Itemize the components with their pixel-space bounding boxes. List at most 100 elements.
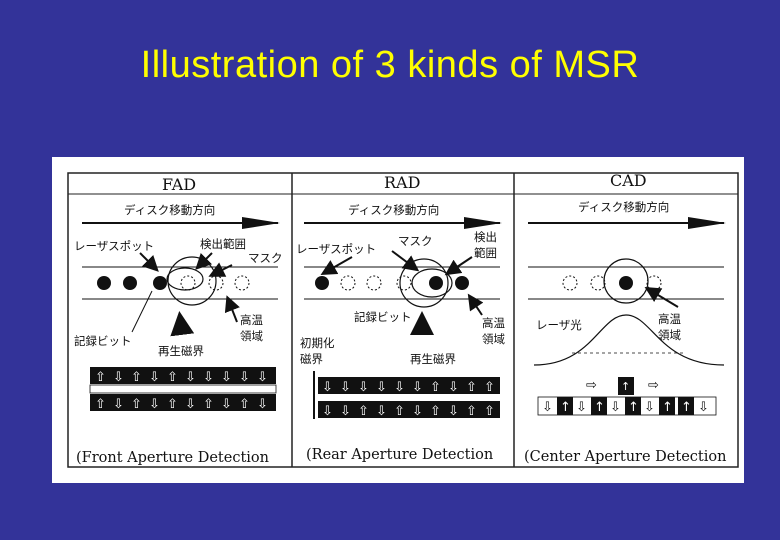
svg-text:⇧: ⇧ bbox=[95, 370, 106, 385]
aperture bbox=[411, 268, 453, 298]
high-temp-label: 高温 bbox=[658, 312, 681, 326]
svg-text:⇩: ⇩ bbox=[448, 380, 459, 395]
pointer-arrow bbox=[444, 256, 473, 276]
svg-text:⇩: ⇩ bbox=[113, 397, 124, 412]
svg-text:⇩: ⇩ bbox=[394, 380, 405, 395]
record-bit bbox=[619, 276, 633, 290]
svg-text:↑: ↑ bbox=[621, 380, 630, 393]
svg-text:⇩: ⇩ bbox=[358, 380, 369, 395]
high-temp-label: 高温 bbox=[240, 313, 263, 327]
svg-text:⇩: ⇩ bbox=[203, 370, 214, 385]
laser-spot bbox=[167, 256, 217, 306]
record-bit bbox=[315, 276, 329, 290]
mask-label: マスク bbox=[248, 251, 283, 265]
repro-field-label: 再生磁界 bbox=[158, 344, 204, 358]
svg-text:⇩: ⇩ bbox=[376, 380, 387, 395]
laser-spot-label: レーザスポット bbox=[296, 242, 376, 256]
init-field-label: 磁界 bbox=[300, 352, 323, 366]
high-temp-label: 高温 bbox=[482, 316, 505, 330]
svg-text:⇩: ⇩ bbox=[698, 400, 709, 415]
temperature-profile bbox=[533, 314, 725, 366]
pointer-arrow bbox=[320, 256, 353, 275]
magnetization-rows: ⇩⇩⇩ ⇩⇩⇩ ⇧⇩⇧⇧ ⇩⇩⇧ ⇩⇧⇩ ⇧⇩⇧⇧ bbox=[318, 377, 500, 419]
pointer-arrow bbox=[467, 293, 484, 316]
svg-text:⇧: ⇧ bbox=[131, 370, 142, 385]
svg-text:⇩: ⇩ bbox=[576, 400, 587, 415]
erased-bit bbox=[562, 275, 578, 291]
record-bit-label: 記録ビット bbox=[354, 310, 412, 324]
svg-text:⇩: ⇩ bbox=[257, 397, 268, 412]
field-arrow bbox=[170, 311, 195, 337]
figure-border bbox=[67, 172, 739, 468]
magnetization-rows: ⇨ ↑ ⇨ ⇩ ↑ ⇩ ↑ ⇩ ↑ ⇩ ↑ ↑ ⇩ bbox=[537, 377, 717, 416]
erased-bit bbox=[590, 275, 606, 291]
pointer-arrow bbox=[644, 286, 679, 308]
svg-text:⇩: ⇩ bbox=[412, 404, 423, 419]
svg-text:⇧: ⇧ bbox=[167, 370, 178, 385]
svg-text:⇧: ⇧ bbox=[484, 380, 495, 395]
panel-title: RAD bbox=[384, 173, 420, 192]
svg-text:⇩: ⇩ bbox=[221, 370, 232, 385]
svg-text:⇧: ⇧ bbox=[466, 404, 477, 419]
pointer-arrow bbox=[195, 252, 213, 270]
laser-spot-label: レーザスポット bbox=[74, 239, 154, 253]
svg-text:⇩: ⇩ bbox=[322, 404, 333, 419]
panel-caption: (Center Aperture Detection bbox=[524, 449, 726, 465]
svg-text:⇩: ⇩ bbox=[610, 400, 621, 415]
svg-text:↑: ↑ bbox=[662, 400, 673, 415]
svg-text:↑: ↑ bbox=[628, 400, 639, 415]
detect-label: 範囲 bbox=[474, 246, 497, 260]
svg-text:↑: ↑ bbox=[681, 400, 692, 415]
svg-text:⇧: ⇧ bbox=[131, 397, 142, 412]
svg-text:⇩: ⇩ bbox=[185, 397, 196, 412]
svg-text:⇧: ⇧ bbox=[394, 404, 405, 419]
erased-bit bbox=[234, 275, 250, 291]
svg-text:⇩: ⇩ bbox=[257, 370, 268, 385]
svg-text:⇩: ⇩ bbox=[340, 380, 351, 395]
init-field-label: 初期化 bbox=[300, 336, 335, 350]
svg-text:⇧: ⇧ bbox=[358, 404, 369, 419]
svg-text:⇩: ⇩ bbox=[149, 370, 160, 385]
svg-text:⇩: ⇩ bbox=[239, 370, 250, 385]
slide-title: Illustration of 3 kinds of MSR bbox=[140, 44, 640, 86]
panel-title: CAD bbox=[610, 171, 647, 190]
pointer-arrow bbox=[139, 252, 159, 272]
svg-text:⇧: ⇧ bbox=[430, 404, 441, 419]
panel-fad: FAD ディスク移動方向 レーザスポット 検出範囲 マスク 高温 領域 記録ビッ… bbox=[74, 175, 283, 466]
direction-arrowhead bbox=[242, 217, 280, 229]
high-temp-label: 領域 bbox=[240, 329, 263, 343]
svg-text:⇧: ⇧ bbox=[484, 404, 495, 419]
pointer-arrow bbox=[224, 295, 240, 323]
svg-text:⇨: ⇨ bbox=[586, 378, 597, 393]
direction-label: ディスク移動方向 bbox=[348, 203, 439, 217]
erased-bit bbox=[340, 275, 356, 291]
svg-text:⇧: ⇧ bbox=[95, 397, 106, 412]
pointer-arrow bbox=[391, 250, 420, 272]
aperture bbox=[166, 267, 204, 291]
svg-text:⇧: ⇧ bbox=[203, 397, 214, 412]
record-bit bbox=[153, 276, 167, 290]
svg-text:⇩: ⇩ bbox=[644, 400, 655, 415]
svg-text:⇩: ⇩ bbox=[221, 397, 232, 412]
record-bit bbox=[455, 276, 469, 290]
svg-text:↑: ↑ bbox=[560, 400, 571, 415]
laser-spot bbox=[399, 258, 449, 308]
svg-text:⇩: ⇩ bbox=[340, 404, 351, 419]
svg-text:⇩: ⇩ bbox=[113, 370, 124, 385]
erased-bit bbox=[180, 275, 196, 291]
svg-text:⇩: ⇩ bbox=[448, 404, 459, 419]
svg-text:⇨: ⇨ bbox=[648, 378, 659, 393]
svg-text:⇩: ⇩ bbox=[412, 380, 423, 395]
msr-diagram: FAD ディスク移動方向 レーザスポット 検出範囲 マスク 高温 領域 記録ビッ… bbox=[67, 171, 739, 468]
mask-label: マスク bbox=[398, 234, 433, 248]
detect-range-label: 検出範囲 bbox=[200, 237, 246, 251]
laser-light-label: レーザ光 bbox=[536, 318, 582, 332]
direction-label: ディスク移動方向 bbox=[124, 203, 215, 217]
panel-caption: (Rear Aperture Detection bbox=[306, 447, 493, 463]
svg-text:⇧: ⇧ bbox=[167, 397, 178, 412]
erased-bit bbox=[366, 275, 382, 291]
panel-title: FAD bbox=[162, 175, 196, 194]
svg-text:⇩: ⇩ bbox=[149, 397, 160, 412]
high-temp-label: 領域 bbox=[658, 328, 681, 342]
erased-bit bbox=[396, 275, 412, 291]
